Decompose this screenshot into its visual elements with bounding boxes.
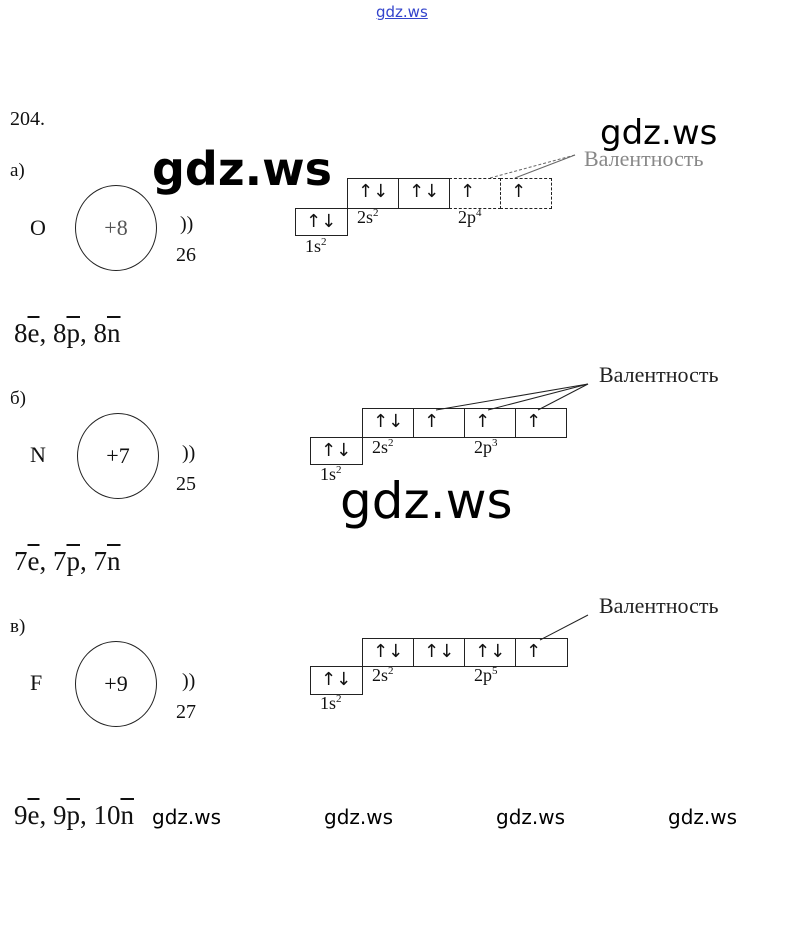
label-1s: 1s2: [320, 693, 342, 713]
section-label: а): [10, 160, 25, 181]
label-2s: 2s2: [357, 207, 379, 227]
label-2p: 2p3: [474, 437, 498, 457]
electron-distribution: 26: [176, 244, 196, 266]
element-symbol: N: [30, 442, 46, 467]
orbital-2s: ↑↓: [362, 408, 414, 438]
valence-label: Валентность: [599, 362, 719, 387]
orbital-2p: ↑↓: [413, 638, 465, 667]
orbital-2p: ↑: [500, 178, 552, 209]
electron-distribution: 25: [176, 473, 196, 495]
electron-distribution: 27: [176, 701, 196, 723]
orbital-2p: ↑: [413, 408, 465, 438]
label-1s: 1s2: [305, 236, 327, 256]
valence-line: [489, 154, 576, 179]
section-label: б): [10, 388, 26, 409]
watermark: gdz.ws: [600, 113, 718, 153]
element-symbol: F: [30, 670, 43, 695]
watermark: gdz.ws: [152, 805, 222, 829]
nucleus-circle: +8: [75, 185, 157, 271]
orbital-2s: ↑↓: [347, 178, 399, 209]
valence-line: [539, 614, 589, 641]
section-label: в): [10, 616, 26, 637]
element-symbol: O: [30, 215, 46, 240]
watermark: gdz.ws: [152, 142, 332, 196]
orbital-2p: ↑↓: [398, 178, 450, 209]
orbital-2p: ↑: [449, 178, 501, 209]
orbital-1s: ↑↓: [295, 208, 348, 236]
valence-line: [487, 383, 589, 411]
electron-shells: )): [180, 213, 194, 235]
watermark: gdz.ws: [496, 805, 566, 829]
watermark-top-link[interactable]: gdz.ws: [376, 3, 428, 21]
valence-line: [537, 383, 589, 411]
orbital-1s: ↑↓: [310, 666, 363, 695]
nucleus-circle: +7: [77, 413, 159, 499]
watermark: gdz.ws: [324, 805, 394, 829]
valence-line: [435, 383, 589, 411]
particle-count: 8e, 8p, 8n: [14, 318, 121, 348]
label-2p: 2p5: [474, 665, 498, 685]
orbital-2p: ↑↓: [464, 638, 516, 667]
particle-count: 7e, 7p, 7n: [14, 546, 121, 576]
nucleus-circle: +9: [75, 641, 157, 727]
particle-count: 9e, 9p, 10n: [14, 800, 134, 830]
orbital-1s: ↑↓: [310, 437, 363, 465]
orbital-2p: ↑: [515, 638, 568, 667]
watermark: gdz.ws: [668, 805, 738, 829]
valence-label: Валентность: [599, 593, 719, 618]
label-2s: 2s2: [372, 437, 394, 457]
orbital-2s: ↑↓: [362, 638, 414, 667]
electron-shells: )): [182, 670, 196, 692]
valence-line: [514, 154, 576, 179]
label-2s: 2s2: [372, 665, 394, 685]
valence-label: Валентность: [584, 146, 704, 171]
label-1s: 1s2: [320, 464, 342, 484]
orbital-2p: ↑: [515, 408, 567, 438]
electron-shells: )): [182, 442, 196, 464]
label-2p: 2p4: [458, 207, 482, 227]
orbital-2p: ↑: [464, 408, 516, 438]
watermark: gdz.ws: [340, 472, 513, 530]
problem-number: 204.: [10, 108, 45, 130]
